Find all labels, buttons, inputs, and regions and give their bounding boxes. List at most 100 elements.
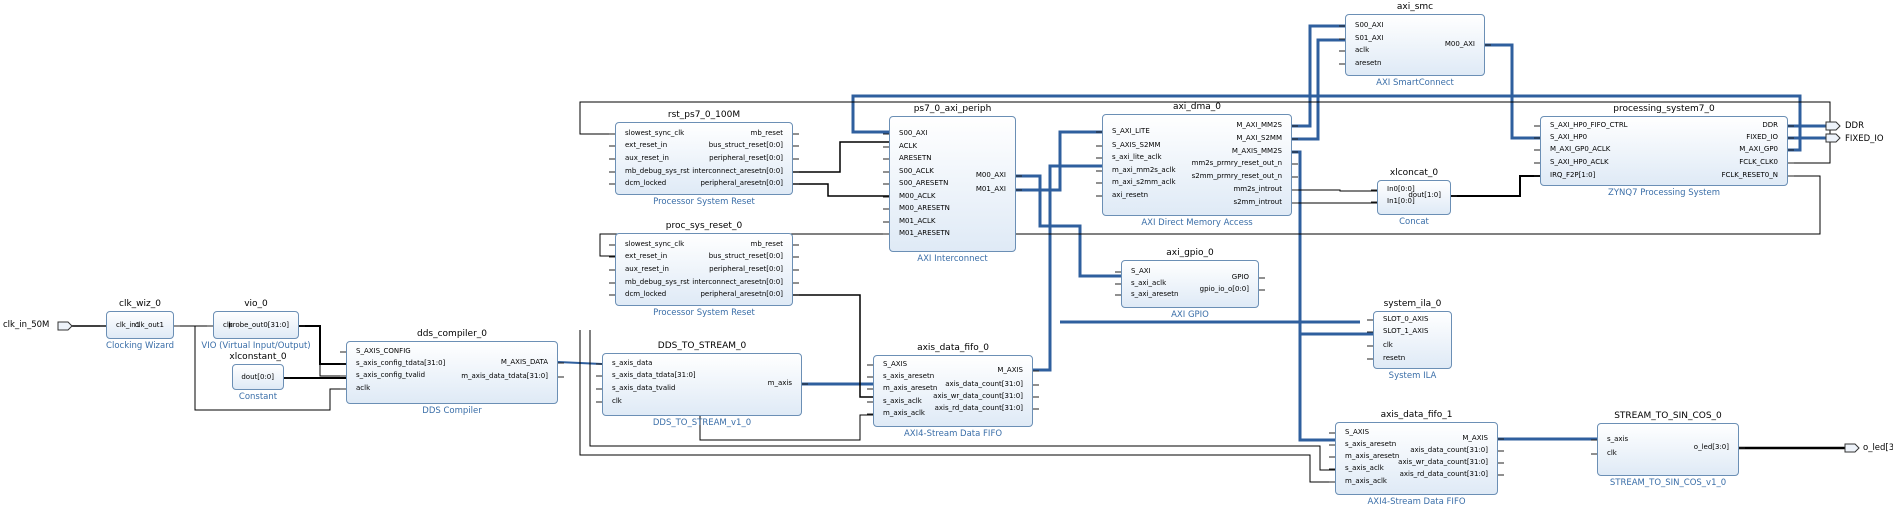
input-pin-label: S_AXI: [1131, 267, 1151, 275]
block-fifo1[interactable]: [1335, 422, 1498, 495]
output-pin-label: FCLK_CLK0: [1739, 158, 1778, 166]
block-title: axis_data_fifo_1: [1380, 410, 1453, 420]
bus-mm2s-to-smc: [1292, 24, 1352, 128]
block-dma[interactable]: [1102, 114, 1292, 216]
block-ila[interactable]: [1373, 311, 1452, 369]
input-pin-label: slowest_sync_clk: [625, 129, 685, 137]
input-pin-label: M01_ARESETN: [899, 229, 950, 237]
output-pin-label: axis_rd_data_count[31:0]: [1399, 470, 1488, 478]
block-subtitle: VIO (Virtual Input/Output): [201, 341, 311, 351]
block-clk_wiz[interactable]: [106, 311, 174, 339]
block-subtitle: AXI SmartConnect: [1376, 78, 1454, 88]
block-subtitle: Concat: [1399, 217, 1429, 227]
input-pin-label: dcm_locked: [625, 290, 667, 298]
output-pin-label: o_led[3:0]: [1693, 443, 1729, 451]
output-pin-label: probe_out0[31:0]: [228, 321, 289, 329]
block-subtitle: System ILA: [1388, 371, 1437, 381]
net-rst2-aresetn: [793, 294, 880, 398]
block-dds[interactable]: [346, 341, 558, 404]
output-pin-label: bus_struct_reset[0:0]: [708, 141, 783, 149]
port-ddr-label: DDR: [1845, 121, 1864, 131]
input-pin-label: S00_AXI: [1355, 21, 1384, 29]
input-pin-label: dcm_locked: [625, 179, 667, 187]
block-title: xlconcat_0: [1389, 168, 1439, 178]
port-clk-in-label: clk_in_50M: [3, 320, 50, 330]
net-mm2s-intr: [1292, 189, 1384, 192]
block-smc[interactable]: [1345, 14, 1485, 76]
block-title: system_ila_0: [1383, 299, 1442, 309]
block-subtitle: DDS Compiler: [422, 406, 482, 416]
output-pin-label: m_axis: [767, 379, 792, 387]
output-pin-label: interconnect_aresetn[0:0]: [692, 167, 783, 175]
input-pin-label: m_axis_aclk: [883, 409, 925, 417]
block-rst1[interactable]: [615, 122, 793, 195]
input-pin-label: S_AXI_HP0_FIFO_CTRL: [1550, 121, 1628, 129]
output-pin-label: mm2s_introut: [1233, 185, 1282, 193]
input-pin-label: M00_ACLK: [899, 192, 936, 200]
block-title: axi_gpio_0: [1166, 248, 1214, 258]
output-pin-label: mb_reset: [750, 240, 784, 248]
input-pin-label: resetn: [1383, 354, 1406, 362]
input-pin-label: SLOT_1_AXIS: [1383, 327, 1429, 335]
input-pin-label: ext_reset_in: [625, 252, 668, 260]
block-subtitle: Processor System Reset: [653, 308, 755, 318]
input-pin-label: In1[0:0]: [1387, 197, 1415, 205]
output-pin-label: peripheral_aresetn[0:0]: [700, 179, 783, 187]
block-ps7[interactable]: [1540, 116, 1788, 186]
output-pin-label: FCLK_RESET0_N: [1721, 171, 1778, 179]
port-o-led-arrow[interactable]: [1844, 443, 1860, 453]
input-pin-label: aux_reset_in: [625, 265, 669, 273]
block-d2s[interactable]: [602, 353, 802, 416]
block-subtitle: DDS_TO_STREAM_v1_0: [652, 418, 752, 428]
input-pin-label: S01_AXI: [1355, 34, 1384, 42]
bus-dma-to-fifo1: [1292, 150, 1342, 442]
output-pin-label: m_axis_data_tdata[31:0]: [461, 372, 548, 380]
input-pin-label: ACLK: [899, 142, 918, 150]
input-pin-label: ARESETN: [899, 154, 932, 162]
port-fixed-io-arrow[interactable]: [1825, 133, 1841, 143]
output-pin-label: peripheral_reset[0:0]: [709, 154, 783, 162]
bus-m01-axi-to-gpio: [1016, 174, 1128, 278]
input-pin-label: s_axis_aresetn: [1345, 440, 1397, 448]
output-pin-label: bus_struct_reset[0:0]: [708, 252, 783, 260]
input-pin-label: S00_AXI: [899, 129, 928, 137]
block-fifo0[interactable]: [873, 355, 1033, 427]
input-pin-label: s_axis: [1607, 435, 1629, 443]
input-pin-label: slowest_sync_clk: [625, 240, 685, 248]
input-pin-label: S_AXI_HP0_ACLK: [1550, 158, 1609, 166]
input-pin-label: m_axi_mm2s_aclk: [1112, 166, 1176, 174]
input-pin-label: aclk: [356, 384, 371, 392]
output-pin-label: dout[0:0]: [241, 373, 274, 381]
input-pin-label: s_axis_aclk: [1345, 464, 1384, 472]
port-ddr-arrow[interactable]: [1825, 121, 1841, 131]
net-fclk-reset: [599, 175, 1821, 257]
output-pin-label: M_AXIS: [997, 366, 1023, 374]
block-rst2[interactable]: [615, 233, 793, 306]
output-pin-label: axis_data_count[31:0]: [1410, 446, 1488, 454]
block-gpio[interactable]: [1121, 260, 1259, 308]
block-vio[interactable]: [213, 311, 299, 339]
output-pin-label: interconnect_aresetn[0:0]: [692, 278, 783, 286]
output-pin-label: M_AXIS_MM2S: [1231, 147, 1282, 155]
block-periph[interactable]: [889, 116, 1016, 252]
output-pin-label: s2mm_introut: [1233, 198, 1282, 206]
input-pin-label: M01_ACLK: [899, 217, 936, 225]
net-concat-irq: [1451, 175, 1547, 197]
input-pin-label: clk: [223, 321, 233, 329]
block-subtitle: STREAM_TO_SIN_COS_v1_0: [1609, 478, 1727, 488]
port-clk-in-arrow[interactable]: [57, 321, 73, 331]
block-subtitle: ZYNQ7 Processing System: [1608, 188, 1720, 198]
input-pin-label: SLOT_0_AXIS: [1383, 315, 1429, 323]
input-pin-label: S00_ACLK: [899, 167, 934, 175]
net-fifo0-clk: [699, 404, 880, 441]
input-pin-label: s_axis_aresetn: [883, 372, 935, 380]
block-s2sc[interactable]: [1597, 423, 1739, 476]
block-subtitle: AXI4-Stream Data FIFO: [903, 429, 1003, 439]
output-pin-label: clk_out1: [134, 321, 164, 329]
input-pin-label: axi_resetn: [1112, 191, 1149, 199]
block-concat[interactable]: [1377, 180, 1451, 215]
input-pin-label: ext_reset_in: [625, 141, 668, 149]
block-xconstant[interactable]: [232, 364, 284, 390]
block-subtitle: Clocking Wizard: [106, 341, 174, 351]
